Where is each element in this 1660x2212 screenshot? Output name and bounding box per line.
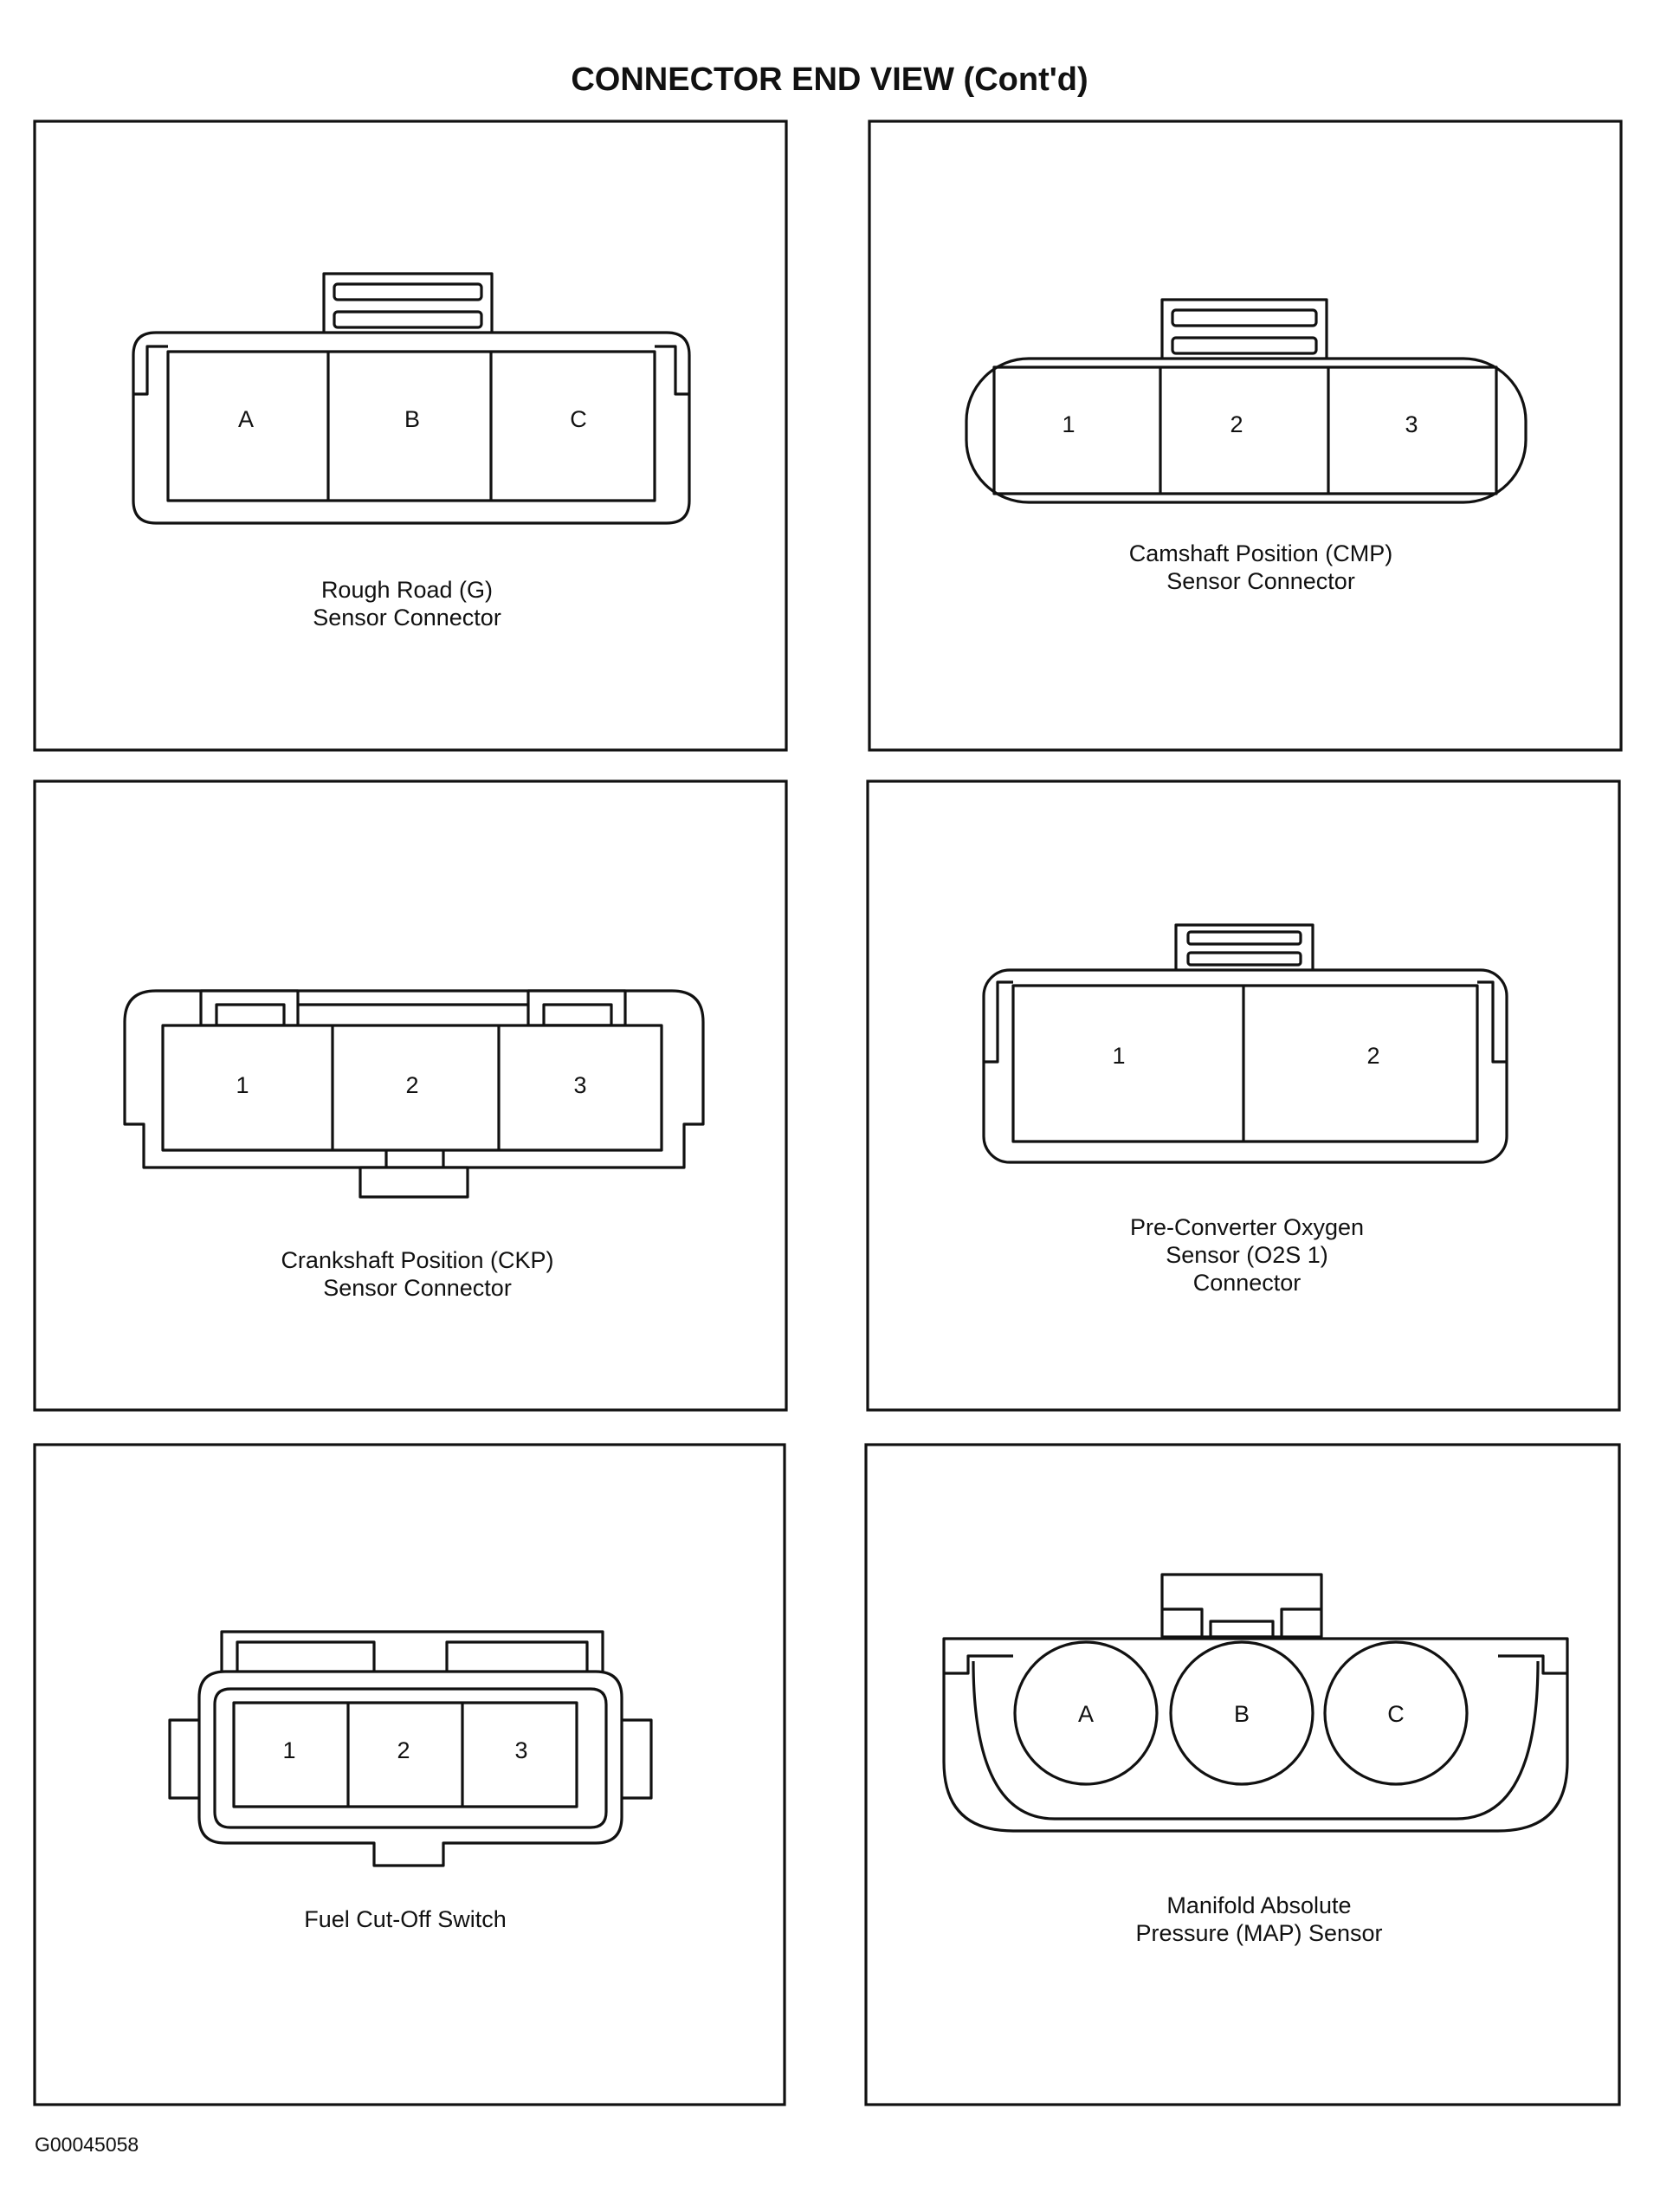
pin-label: C [1387, 1701, 1405, 1727]
pin-label: C [570, 406, 587, 432]
o2s1-connector-drawing [982, 923, 1508, 1164]
rough-road-connector-drawing [132, 272, 691, 525]
panel-caption: Pressure (MAP) Sensor [1135, 1920, 1382, 1946]
panel-caption: Rough Road (G) [321, 577, 493, 603]
panel-caption: Crankshaft Position (CKP) [281, 1247, 553, 1273]
pin-label: 1 [1112, 1043, 1125, 1069]
panel-map: A B C Manifold Absolute Pressure (MAP) S… [864, 1443, 1621, 2106]
map-connector-drawing [942, 1573, 1569, 1833]
panel-caption: Fuel Cut-Off Switch [304, 1906, 507, 1932]
pin-label: 3 [1405, 411, 1418, 437]
panel-frame [33, 779, 788, 1412]
pin-label: 2 [397, 1737, 410, 1763]
pin-label: 1 [236, 1072, 249, 1098]
panel-caption: Pre-Converter Oxygen [1130, 1214, 1364, 1240]
panel-frame [33, 120, 788, 752]
panel-ckp: 1 2 3 Crankshaft Position (CKP) Sensor C… [33, 779, 788, 1412]
panel-frame [864, 1443, 1621, 2106]
panel-o2s1: 1 2 Pre-Converter Oxygen Sensor (O2S 1) … [866, 779, 1621, 1412]
panel-frame [33, 1443, 786, 2106]
pin-label: 2 [1366, 1043, 1379, 1069]
panel-caption: Sensor (O2S 1) [1166, 1242, 1328, 1268]
panel-caption: Sensor Connector [1166, 568, 1355, 594]
panel-caption: Sensor Connector [313, 605, 501, 631]
pin-label: B [1234, 1701, 1250, 1727]
pin-label: 2 [405, 1072, 418, 1098]
panel-fuel-cutoff: 1 2 3 Fuel Cut-Off Switch [33, 1443, 786, 2106]
pin-label: 1 [1062, 411, 1075, 437]
panel-frame [868, 120, 1623, 752]
figure-code: G00045058 [35, 2133, 139, 2156]
ckp-connector-drawing [123, 989, 705, 1199]
panel-rough-road: A B C Rough Road (G) Sensor Connector [33, 120, 788, 752]
panel-caption: Manifold Absolute [1166, 1892, 1351, 1918]
cmp-connector-drawing [965, 298, 1528, 504]
pin-label: 1 [282, 1737, 295, 1763]
panel-cmp: 1 2 3 Camshaft Position (CMP) Sensor Con… [868, 120, 1623, 752]
pin-label: A [1078, 1701, 1094, 1727]
pin-label: B [404, 406, 420, 432]
fuel-cutoff-connector-drawing [168, 1630, 653, 1867]
pin-label: 3 [573, 1072, 586, 1098]
panel-caption: Sensor Connector [323, 1275, 512, 1301]
pin-label: 3 [514, 1737, 527, 1763]
page-title: CONNECTOR END VIEW (Cont'd) [571, 61, 1088, 98]
panel-caption: Connector [1193, 1270, 1302, 1296]
pin-label: 2 [1230, 411, 1243, 437]
panel-frame [866, 779, 1621, 1412]
panel-caption: Camshaft Position (CMP) [1129, 540, 1393, 566]
pin-label: A [238, 406, 254, 432]
